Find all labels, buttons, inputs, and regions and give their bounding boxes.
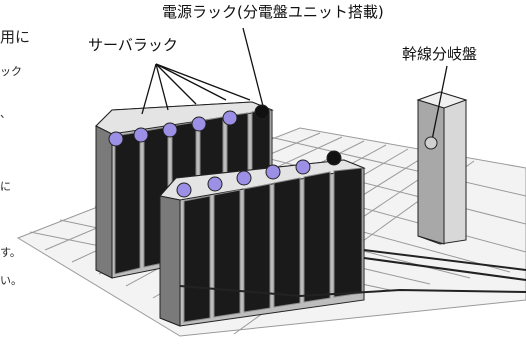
cropped-text-fragment: い。: [0, 274, 22, 287]
server-rack-marker: [236, 170, 252, 186]
cropped-text-fragment: す。: [0, 246, 21, 259]
trunk-distribution-panel: [416, 91, 468, 245]
server-rack-marker: [176, 182, 192, 198]
server-rack-row-front: [159, 159, 366, 327]
server-rack-marker: [133, 127, 149, 143]
trunk-panel-label: 幹線分岐盤: [402, 45, 478, 63]
cropped-text-fragment: 、: [0, 107, 11, 120]
power-rack-markers: [254, 104, 342, 166]
server-rack-marker: [162, 122, 178, 138]
server-rack-label: サーバラック: [88, 36, 178, 54]
server-rack-marker: [207, 176, 223, 192]
trunk-panel-marker: [424, 136, 438, 150]
server-rack-marker: [265, 164, 281, 180]
cropped-text-fragment: 用に: [0, 28, 31, 46]
trunk-cables: [179, 249, 526, 298]
leader-lines: [141, 27, 448, 141]
power-rack-marker: [254, 104, 270, 120]
server-rack-markers: [108, 110, 311, 198]
server-rack-marker: [108, 131, 124, 147]
power-rack-label: 電源ラック(分電盤ユニット搭載): [162, 3, 384, 21]
server-rack-marker: [295, 159, 311, 175]
cropped-text-fragment: に: [0, 180, 11, 193]
power-rack-marker: [326, 150, 342, 166]
server-rack-marker: [222, 110, 238, 126]
server-rack-marker: [191, 116, 207, 132]
cropped-text-fragment: ック: [0, 65, 22, 78]
